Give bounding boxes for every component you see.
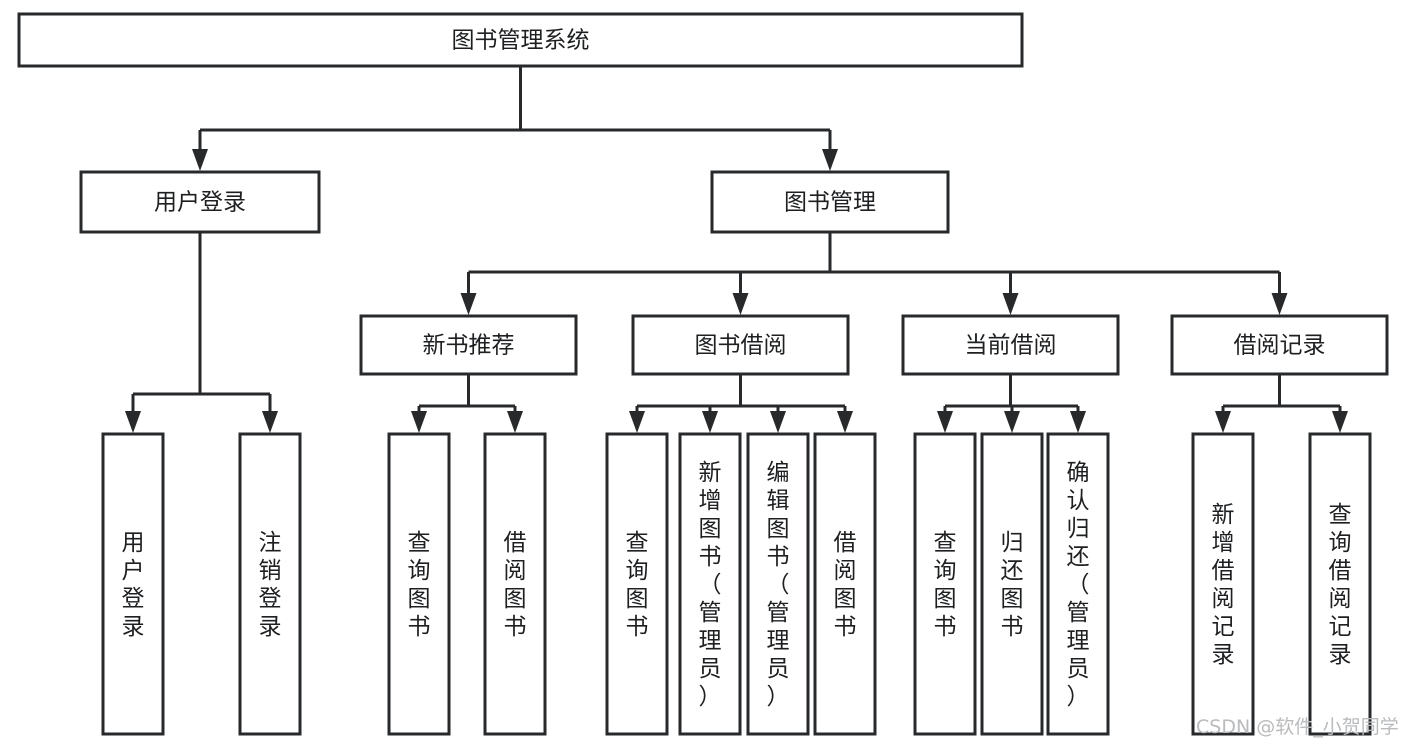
- arrow-head-icon: [629, 411, 645, 433]
- node-label-book-borrow: 图书借阅: [695, 333, 787, 359]
- node-label-user-login: 用户登录: [154, 190, 246, 216]
- node-label-new-book-recommend: 新书推荐: [423, 333, 515, 359]
- arrow-head-icon: [1004, 411, 1020, 433]
- node-root[interactable]: 图书管理系统: [17, 12, 1024, 68]
- node-label-leaf-borrow-book: 借阅图书: [834, 530, 857, 640]
- node-leaf-logout-login[interactable]: 注销登录: [238, 432, 302, 736]
- node-box-book-borrow[interactable]: [631, 314, 850, 376]
- csdn-watermark: CSDN @软件_小贺同学: [1196, 716, 1399, 738]
- arrow-head-icon: [822, 149, 838, 171]
- node-label-leaf-query-book-borrow: 查询图书: [626, 530, 649, 640]
- arrow-head-icon: [770, 411, 786, 433]
- arrow-head-icon: [262, 411, 278, 433]
- node-box-leaf-borrow-book[interactable]: [813, 432, 877, 736]
- node-leaf-add-book-admin[interactable]: 新增图书（管理员）: [678, 432, 742, 736]
- node-box-root[interactable]: [17, 12, 1024, 68]
- arrow-head-icon: [125, 411, 141, 433]
- arrow-head-icon: [1002, 293, 1019, 315]
- node-layer: 图书管理系统用户登录图书管理新书推荐图书借阅当前借阅借阅记录用户登录注销登录查询…: [17, 12, 1389, 736]
- node-book-management[interactable]: 图书管理: [710, 170, 950, 234]
- node-label-leaf-return-book: 归还图书: [1001, 530, 1024, 640]
- node-box-current-borrow[interactable]: [901, 314, 1120, 376]
- node-current-borrow[interactable]: 当前借阅: [901, 314, 1120, 376]
- node-box-leaf-logout-login[interactable]: [238, 432, 302, 736]
- node-box-leaf-borrow-book-recommend[interactable]: [483, 432, 547, 736]
- node-box-leaf-confirm-return-admin[interactable]: [1046, 432, 1110, 736]
- arrow-head-icon: [1271, 293, 1288, 315]
- node-leaf-confirm-return-admin[interactable]: 确认归还（管理员）: [1046, 432, 1110, 736]
- node-label-leaf-add-book-admin: 新增图书（管理员）: [699, 460, 722, 710]
- node-box-leaf-query-book-current[interactable]: [913, 432, 977, 736]
- node-user-login[interactable]: 用户登录: [79, 170, 321, 234]
- node-box-new-book-recommend[interactable]: [359, 314, 578, 376]
- arrow-head-icon: [192, 149, 208, 171]
- arrow-head-icon: [1070, 411, 1086, 433]
- node-label-leaf-query-borrow-record: 查询借阅记录: [1329, 502, 1352, 668]
- node-new-book-recommend[interactable]: 新书推荐: [359, 314, 578, 376]
- connector-layer: [125, 66, 1348, 433]
- arrow-head-icon: [507, 411, 523, 433]
- node-leaf-borrow-book[interactable]: 借阅图书: [813, 432, 877, 736]
- node-label-leaf-confirm-return-admin: 确认归还（管理员）: [1067, 460, 1090, 710]
- node-box-book-management[interactable]: [710, 170, 950, 234]
- arrow-head-icon: [460, 293, 477, 315]
- node-label-borrow-record: 借阅记录: [1234, 333, 1326, 359]
- node-box-leaf-user-login[interactable]: [101, 432, 165, 736]
- node-box-borrow-record[interactable]: [1170, 314, 1389, 376]
- arrow-head-icon: [937, 411, 953, 433]
- node-leaf-borrow-book-recommend[interactable]: 借阅图书: [483, 432, 547, 736]
- node-leaf-query-borrow-record[interactable]: 查询借阅记录: [1308, 432, 1372, 736]
- arrow-head-icon: [411, 411, 427, 433]
- node-box-leaf-add-book-admin[interactable]: [678, 432, 742, 736]
- node-borrow-record[interactable]: 借阅记录: [1170, 314, 1389, 376]
- node-box-user-login[interactable]: [79, 170, 321, 234]
- node-book-borrow[interactable]: 图书借阅: [631, 314, 850, 376]
- node-label-leaf-edit-book-admin: 编辑图书（管理员）: [767, 460, 790, 710]
- node-leaf-query-book-current[interactable]: 查询图书: [913, 432, 977, 736]
- node-leaf-add-borrow-record[interactable]: 新增借阅记录: [1191, 432, 1255, 736]
- node-label-root: 图书管理系统: [452, 28, 590, 54]
- node-box-leaf-query-book-borrow[interactable]: [605, 432, 669, 736]
- node-label-leaf-add-borrow-record: 新增借阅记录: [1212, 502, 1235, 668]
- arrow-head-icon: [1215, 411, 1231, 433]
- node-label-book-management: 图书管理: [784, 190, 876, 216]
- arrow-head-icon: [837, 411, 853, 433]
- node-leaf-query-book-borrow[interactable]: 查询图书: [605, 432, 669, 736]
- node-label-leaf-logout-login: 注销登录: [259, 530, 282, 640]
- node-label-current-borrow: 当前借阅: [965, 333, 1057, 359]
- node-label-leaf-user-login: 用户登录: [122, 530, 145, 640]
- node-label-leaf-borrow-book-recommend: 借阅图书: [504, 530, 527, 640]
- arrow-head-icon: [732, 293, 749, 315]
- node-leaf-user-login[interactable]: 用户登录: [101, 432, 165, 736]
- node-leaf-query-book-recommend[interactable]: 查询图书: [387, 432, 451, 736]
- arrow-head-icon: [702, 411, 718, 433]
- node-leaf-return-book[interactable]: 归还图书: [980, 432, 1044, 736]
- node-leaf-edit-book-admin[interactable]: 编辑图书（管理员）: [746, 432, 810, 736]
- node-box-leaf-add-borrow-record[interactable]: [1191, 432, 1255, 736]
- node-box-leaf-query-book-recommend[interactable]: [387, 432, 451, 736]
- node-box-leaf-return-book[interactable]: [980, 432, 1044, 736]
- node-box-leaf-edit-book-admin[interactable]: [746, 432, 810, 736]
- node-box-leaf-query-borrow-record[interactable]: [1308, 432, 1372, 736]
- node-label-leaf-query-book-recommend: 查询图书: [408, 530, 431, 640]
- node-label-leaf-query-book-current: 查询图书: [934, 530, 957, 640]
- arrow-head-icon: [1332, 411, 1348, 433]
